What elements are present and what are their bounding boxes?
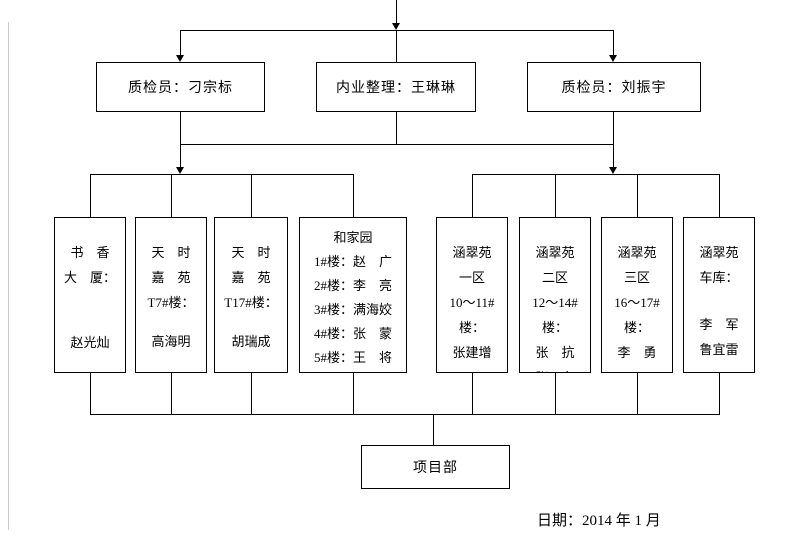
site-line: 张 东 [535,365,574,372]
project-department-label: 项目部 [413,461,458,476]
site-line: 嘉 苑 [231,270,271,285]
site-box-hancuiyuan-garage: 涵翠苑 车库： 李 军 鲁宜雷 [683,217,755,373]
site-line: 二区 [541,270,568,285]
qc-inspector-right-label: 质检员：刘振宇 [561,81,667,96]
connector-line [613,30,614,56]
site-line: T7#楼： [147,295,195,310]
qc-inspector-left-box: 质检员：刁宗标 [96,62,265,112]
connector-line [353,174,354,217]
arrow-down-icon [392,23,400,30]
connector-line [171,174,172,217]
site-line: 赵光灿 [70,335,110,350]
site-line: 车库： [699,270,739,285]
site-line: 5#楼：王 将 [313,350,392,365]
site-line: 三区 [623,270,650,285]
connector-line [472,174,473,217]
connector-line [555,174,556,217]
site-line: 涵翠苑 [699,245,739,260]
arrow-down-icon [609,55,617,62]
site-line: 2#楼：李 亮 [313,278,392,293]
site-line: 胡瑞成 [231,334,271,349]
connector-line [719,174,720,217]
site-line: 涵翠苑 [535,245,575,260]
site-line: 李 军 [699,317,739,332]
connector-top-stub [396,0,397,24]
site-line: 楼： [541,320,568,335]
site-box-hancuiyuan-zone1: 涵翠苑 一区 10～11# 楼： 张建增 [436,217,508,373]
page-margin-line [8,22,9,530]
connector-bus-left-group [90,174,354,175]
site-line: 10～11# [449,295,495,310]
site-box-hancuiyuan-zone3: 涵翠苑 三区 16～17# 楼： 李 勇 [601,217,673,373]
site-line: 楼： [458,320,485,335]
arrow-down-icon [176,167,184,174]
arrow-down-icon [609,167,617,174]
site-line: 张 抗 [535,345,575,360]
site-line: 3#楼：满海姣 [313,302,392,317]
office-organizer-box: 内业整理：王琳琳 [316,62,476,112]
connector-line [180,30,181,56]
connector-line [90,373,91,414]
connector-line [472,373,473,414]
connector-bus-top [180,30,614,31]
site-box-tianshi-jiayuan-t7: 天 时 嘉 苑 T7#楼： 高海明 [135,217,207,373]
site-line: 天 时 [151,245,191,260]
site-box-hancuiyuan-zone2: 涵翠苑 二区 12～14# 楼： 张 抗 张 东 [519,217,591,373]
site-line: 书 香 [70,245,110,260]
site-line: 天 时 [231,245,271,260]
site-line: 1#楼：赵 广 [313,254,392,269]
site-line: 李 勇 [617,345,657,360]
connector-line [251,373,252,414]
site-line: 嘉 苑 [151,270,191,285]
site-line: 16～17# [614,295,660,310]
connector-line [180,112,181,144]
site-line: 楼： [623,320,650,335]
site-line: 高海明 [151,334,191,349]
site-line: 涵翠苑 [452,245,492,260]
connector-line [433,414,434,445]
connector-line [251,174,252,217]
site-box-tianshi-jiayuan-t17: 天 时 嘉 苑 T17#楼： 胡瑞成 [214,217,288,373]
connector-line [613,112,614,144]
date-label: 日期：2014 年 1 月 [537,513,661,529]
connector-line [396,112,397,144]
connector-line [555,373,556,414]
connector-line [353,373,354,414]
project-department-box: 项目部 [361,445,510,489]
site-line: 一区 [458,270,485,285]
site-line: 大 厦： [63,270,116,285]
site-line: 涵翠苑 [617,245,657,260]
connector-bus-right-group [472,174,720,175]
connector-line [171,373,172,414]
arrow-down-icon [176,55,184,62]
connector-line [90,174,91,217]
office-organizer-label: 内业整理：王琳琳 [336,81,456,96]
qc-inspector-left-label: 质检员：刁宗标 [128,81,233,96]
connector-bus-mid [180,144,614,145]
site-box-shuxiang-dasha: 书 香 大 厦： 赵光灿 [54,217,126,373]
site-line: 12～14# [532,295,578,310]
connector-line [613,144,614,168]
site-line: 4#楼：张 蒙 [313,326,392,341]
site-line: T17#楼： [224,295,278,310]
site-line: 张建增 [452,345,492,360]
site-title: 和家园 [333,230,373,245]
qc-inspector-right-box: 质检员：刘振宇 [527,62,701,112]
site-line: 鲁宜雷 [699,342,739,357]
connector-line [637,373,638,414]
connector-line [719,373,720,414]
connector-line [180,144,181,168]
connector-line [396,30,397,62]
site-box-hejiayuan: 和家园 1#楼：赵 广 2#楼：李 亮 3#楼：满海姣 4#楼：张 蒙 5#楼：… [299,217,407,373]
connector-line [637,174,638,217]
connector-bus-bottom [90,414,720,415]
